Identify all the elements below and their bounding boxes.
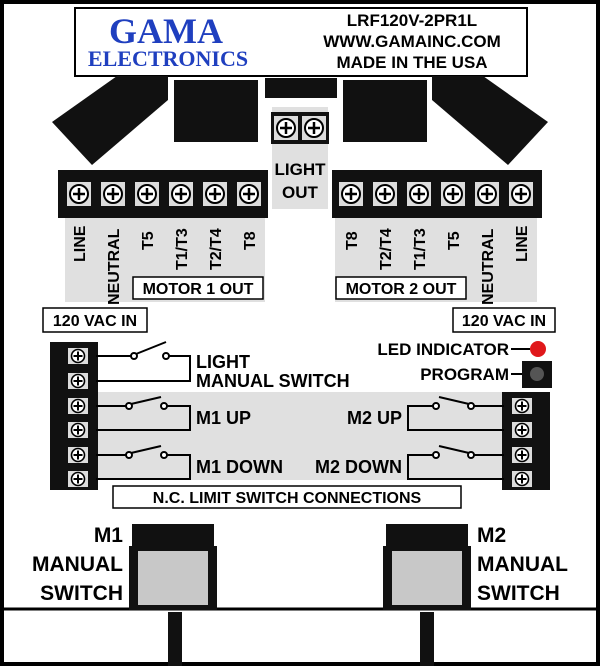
m2-manual-label-line3: SWITCH xyxy=(477,582,560,605)
terminal-light-switch-2[interactable] xyxy=(59,370,97,392)
terminal-right-neutral[interactable] xyxy=(470,176,504,212)
m1-switch-cap xyxy=(132,524,214,550)
terminal-m2-up-1[interactable] xyxy=(503,395,541,417)
m1-manual-label-line2: MANUAL xyxy=(32,553,123,576)
motor1-out-label: MOTOR 1 OUT xyxy=(143,281,254,298)
terminal-right-line[interactable] xyxy=(504,176,538,212)
label-left-line: LINE xyxy=(72,225,89,262)
vac-left-label: 120 VAC IN xyxy=(53,313,137,330)
motor2-out-box xyxy=(335,276,467,300)
m2-manual-label-line2: MANUAL xyxy=(477,553,568,576)
relay-block-left xyxy=(174,80,258,142)
m1-manual-label-line3: SWITCH xyxy=(40,582,123,605)
m2-manual-label-line1: M2 xyxy=(477,524,506,547)
light-switch-label-line1: LIGHT xyxy=(196,352,250,372)
light-switch-wiring xyxy=(96,341,191,382)
limit-switch-box xyxy=(112,485,462,509)
terminal-left-neutral[interactable] xyxy=(96,176,130,212)
m2-switch-cap xyxy=(386,524,468,550)
relay-block-right-angled xyxy=(432,76,548,165)
terminal-left-t1t3[interactable] xyxy=(164,176,198,212)
light-out-label-line1: LIGHT xyxy=(275,160,327,179)
terminal-left-line[interactable] xyxy=(62,176,96,212)
terminal-m2-down-1[interactable] xyxy=(503,444,541,466)
model-number: LRF120V-2PR1L xyxy=(347,11,477,30)
label-left-t8: T8 xyxy=(242,231,259,250)
terminal-m2-down-2[interactable] xyxy=(503,468,541,490)
label-right-t2t4: T2/T4 xyxy=(378,228,395,270)
m1-manual-label-line1: M1 xyxy=(94,524,123,547)
terminal-left-t8[interactable] xyxy=(232,176,266,212)
motor1-out-box xyxy=(132,276,264,300)
vac-right-box xyxy=(452,307,556,333)
label-right-t8: T8 xyxy=(344,231,361,250)
m1-down-wiring xyxy=(96,445,191,480)
relay-block-left-angled xyxy=(52,76,168,165)
website: WWW.GAMAINC.COM xyxy=(323,32,501,51)
light-out-label-line2: OUT xyxy=(282,183,319,202)
terminal-m1-down-2[interactable] xyxy=(59,468,97,490)
motor2-out-label: MOTOR 2 OUT xyxy=(346,281,457,298)
m2-down-wiring xyxy=(407,445,504,480)
terminal-left-t5[interactable] xyxy=(130,176,164,212)
m2-down-label: M2 DOWN xyxy=(315,457,402,477)
terminal-right-t2t4[interactable] xyxy=(368,176,402,212)
program-label: PROGRAM xyxy=(420,365,509,384)
program-button-cap[interactable] xyxy=(530,367,544,381)
brand-name: GAMA xyxy=(109,11,223,51)
m1-up-wiring xyxy=(96,396,191,431)
label-right-line: LINE xyxy=(514,225,531,262)
relay-block-center xyxy=(265,78,337,98)
terminal-m1-up-2[interactable] xyxy=(59,419,97,441)
header-box xyxy=(74,7,528,77)
terminal-m2-up-2[interactable] xyxy=(503,419,541,441)
terminal-m1-down-1[interactable] xyxy=(59,444,97,466)
m2-up-label: M2 UP xyxy=(347,408,402,428)
m2-manual-switch-button[interactable] xyxy=(392,551,462,605)
m1-switch-cable xyxy=(168,612,182,666)
light-switch-label-line2: MANUAL SWITCH xyxy=(196,371,350,391)
label-left-t1t3: T1/T3 xyxy=(174,228,191,270)
limit-switch-panel xyxy=(98,392,502,480)
light-out-terminal-2[interactable] xyxy=(297,110,331,146)
label-left-neutral: NEUTRAL xyxy=(106,228,123,305)
m1-manual-switch-button[interactable] xyxy=(138,551,208,605)
terminal-light-switch-1[interactable] xyxy=(59,345,97,367)
led-indicator-label: LED INDICATOR xyxy=(377,340,509,359)
vac-left-box xyxy=(42,307,148,333)
label-left-t5: T5 xyxy=(140,231,157,250)
m1-up-label: M1 UP xyxy=(196,408,251,428)
label-left-t2t4: T2/T4 xyxy=(208,228,225,270)
terminal-m1-up-1[interactable] xyxy=(59,395,97,417)
label-right-t5: T5 xyxy=(446,231,463,250)
m2-switch-cable xyxy=(420,612,434,666)
origin-label: MADE IN THE USA xyxy=(336,53,487,72)
terminal-left-t2t4[interactable] xyxy=(198,176,232,212)
label-right-neutral: NEUTRAL xyxy=(480,228,497,305)
label-right-t1t3: T1/T3 xyxy=(412,228,429,270)
limit-switch-label: N.C. LIMIT SWITCH CONNECTIONS xyxy=(153,490,422,507)
led-indicator-light xyxy=(530,341,546,357)
terminal-right-t1t3[interactable] xyxy=(402,176,436,212)
terminal-right-t8[interactable] xyxy=(334,176,368,212)
m2-up-wiring xyxy=(407,396,504,431)
terminal-right-t5[interactable] xyxy=(436,176,470,212)
vac-right-label: 120 VAC IN xyxy=(462,313,546,330)
m1-down-label: M1 DOWN xyxy=(196,457,283,477)
light-out-terminal-1[interactable] xyxy=(269,110,303,146)
brand-subname: ELECTRONICS xyxy=(88,46,248,71)
relay-block-right xyxy=(343,80,427,142)
